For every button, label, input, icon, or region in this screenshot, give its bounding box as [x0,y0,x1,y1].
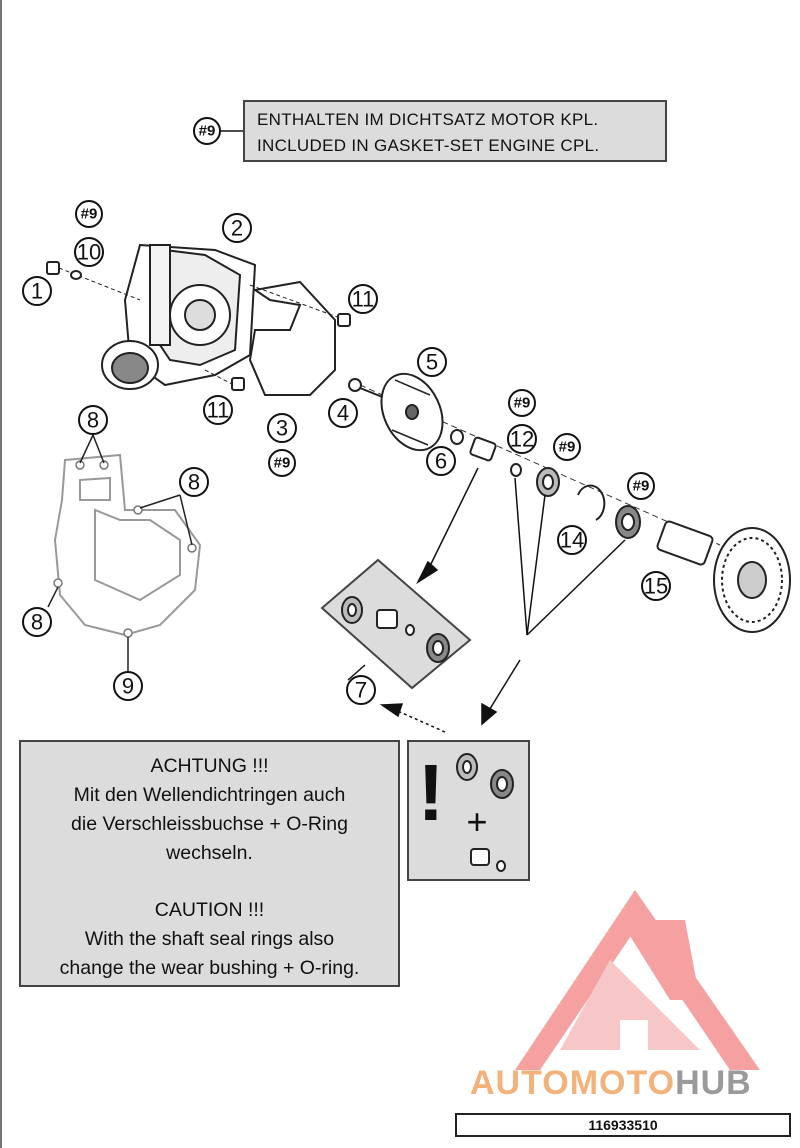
brand-part1: AUTOMOTO [470,1064,676,1102]
brand-watermark-text: AUTOMOTOHUB [470,1064,800,1103]
watermark-logo [515,890,760,1070]
caution-de-line1: Mit den Wellendichtringen auch [73,784,346,806]
callout-11a: 11 [348,284,378,314]
callout-11b: 11 [203,395,233,425]
caution-de-title: ACHTUNG !!! [150,755,269,777]
note-line-english: INCLUDED IN GASKET-SET ENGINE CPL. [257,136,600,155]
housing-gasket [248,280,336,396]
ref-callout-b: #9 [268,449,296,477]
replacement-kit-box: ! + [407,740,530,881]
svg-text:10: 10 [77,240,101,265]
callout-8a: 8 [78,405,108,435]
o-ring-part-12 [510,463,522,477]
svg-text:8: 8 [31,610,43,635]
shaft-seal-ring [536,467,560,497]
svg-text:6: 6 [435,449,447,474]
callout-6: 6 [426,446,456,476]
pump-cover-gasket [53,453,202,637]
note-line-german: ENTHALTEN IM DICHTSATZ MOTOR KPL. [257,110,599,129]
svg-text:#9: #9 [81,206,98,223]
bolt-part-1 [46,261,141,301]
svg-text:11: 11 [352,287,375,312]
seal-kit-box [320,558,472,690]
exclamation-icon: ! [418,748,445,837]
svg-text:11: 11 [207,398,230,423]
svg-text:3: 3 [276,416,288,441]
svg-text:14: 14 [560,528,584,553]
svg-text:7: 7 [355,678,367,703]
ref-callout-e: #9 [627,472,655,500]
caution-en-title: CAUTION !!! [154,899,265,921]
svg-text:12: 12 [510,427,534,452]
svg-text:#9: #9 [559,439,576,456]
kit-illustration: ! + [418,748,514,872]
svg-text:2: 2 [231,216,243,241]
callout-15: 15 [641,571,671,601]
caution-de-line2: die Verschleissbuchse + O-Ring [71,813,348,835]
caution-box: ACHTUNG !!! Mit den Wellendichtringen au… [19,740,400,987]
caution-en-line1: With the shaft seal rings also [84,928,335,950]
callout-8b: 8 [179,467,209,497]
bearing-seal [615,505,641,539]
pointer-arrows [347,467,626,733]
brand-part2: HUB [675,1064,752,1102]
note-ref-callout: #9 [193,117,243,145]
pump-housing [101,243,257,390]
caution-de-line3: wechseln. [166,842,253,864]
svg-text:9: 9 [122,674,134,699]
callout-9: 9 [113,671,143,701]
svg-text:8: 8 [188,470,200,495]
callout-4: 4 [328,398,358,428]
callout-12: 12 [507,424,537,454]
ref-callout-c: #9 [508,389,536,417]
circlip-part-14 [577,484,606,521]
svg-text:4: 4 [337,401,349,426]
gasket-leader-lines [47,434,193,672]
svg-text:5: 5 [426,350,438,375]
part-number-label: 116933510 [455,1113,791,1137]
callout-10: 10 [74,237,104,267]
callout-7: 7 [346,675,376,705]
plus-icon: + [466,801,487,842]
svg-text:15: 15 [644,574,668,599]
svg-text:#9: #9 [199,123,216,140]
ref-callout-d: #9 [553,433,581,461]
callout-1: 1 [22,276,52,306]
callout-8c: 8 [22,607,52,637]
shaft-with-gear [656,520,791,633]
callout-14: 14 [557,525,587,555]
svg-text:#9: #9 [633,478,650,495]
callout-3: 3 [267,413,297,443]
svg-text:#9: #9 [514,395,531,412]
callout-2: 2 [222,213,252,243]
caution-en-line2: change the wear bushing + O-ring. [59,957,360,979]
svg-text:1: 1 [31,279,43,304]
svg-text:8: 8 [87,408,99,433]
ref-callout-a: #9 [75,200,103,228]
bushing-part-6 [450,429,497,462]
bolts-part-11 [204,284,351,391]
callout-5: 5 [417,347,447,377]
gasket-set-note: ENTHALTEN IM DICHTSATZ MOTOR KPL. INCLUD… [243,100,667,162]
svg-text:#9: #9 [274,455,291,472]
frame-border [0,0,2,1148]
impeller-part-5 [380,372,444,452]
